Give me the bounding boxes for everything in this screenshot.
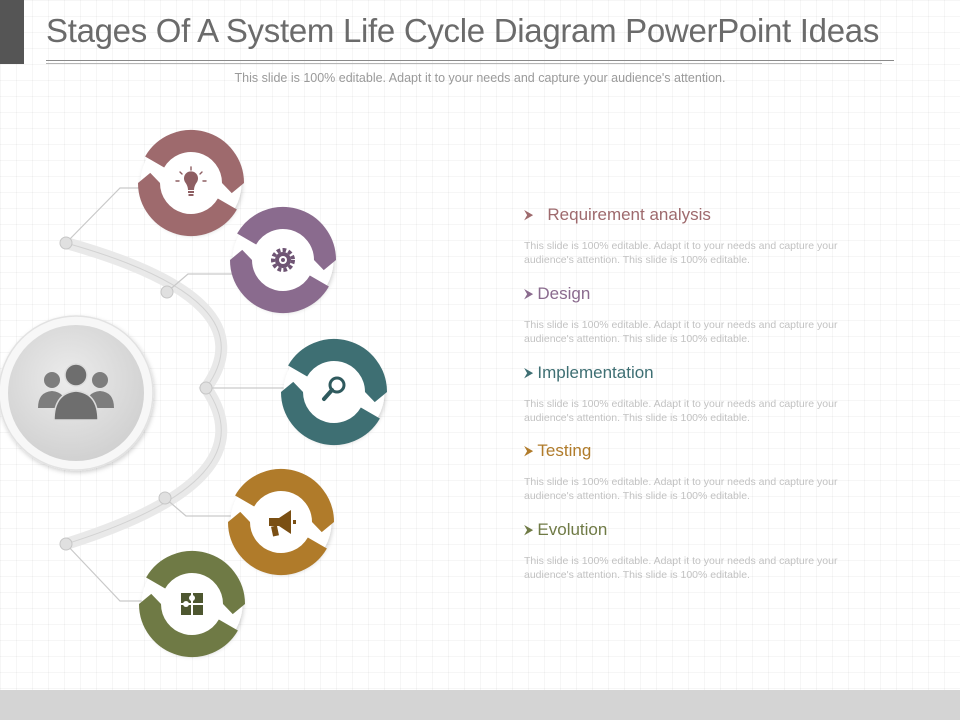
stage-label-evolution: Evolution — [537, 520, 608, 539]
stage-label-requirement: Requirement analysis — [547, 205, 711, 224]
stage-description-design: This slide is 100% editable. Adapt it to… — [524, 319, 838, 345]
chevron-right-icon: ⮞ — [524, 286, 534, 301]
chevron-right-icon: ⮞ — [524, 207, 534, 222]
dot-requirement — [59, 236, 73, 250]
connector-lines — [65, 187, 290, 602]
connector-design — [166, 273, 240, 293]
title-underline-secondary — [46, 63, 882, 64]
footer-bar — [0, 690, 960, 720]
stage-implementation: ⮞ Implementation This slide is 100% edit… — [524, 363, 884, 425]
title-accent-tab — [0, 0, 24, 64]
magnifier-icon — [322, 376, 346, 401]
stage-design: ⮞ Design This slide is 100% editable. Ad… — [524, 284, 884, 346]
stage-label-implementation: Implementation — [537, 363, 654, 382]
stage-evolution: ⮞ Evolution This slide is 100% editable.… — [524, 520, 884, 582]
stage-label-testing: Testing — [537, 441, 592, 460]
stage-title-evolution: ⮞ Evolution — [524, 520, 884, 540]
dot-implementation — [199, 381, 213, 395]
stage-description-testing: This slide is 100% editable. Adapt it to… — [524, 476, 838, 502]
stage-description-implementation: This slide is 100% editable. Adapt it to… — [524, 398, 838, 424]
megaphone-icon — [269, 510, 296, 537]
connector-requirement — [65, 187, 145, 244]
dot-design — [160, 285, 174, 299]
connector-testing — [164, 497, 238, 517]
chevron-right-icon: ⮞ — [524, 522, 534, 537]
gear-icon — [271, 248, 295, 272]
stage-title-requirement: ⮞ Requirement analysis — [524, 205, 884, 225]
dot-evolution — [59, 537, 73, 551]
slide-subtitle: This slide is 100% editable. Adapt it to… — [234, 71, 726, 85]
connector-dots — [59, 236, 213, 551]
lightbulb-icon — [175, 166, 207, 196]
stage-ring-evolution — [139, 551, 245, 657]
team-icon — [38, 363, 114, 421]
slide-title: Stages Of A System Life Cycle Diagram Po… — [46, 12, 880, 49]
stage-title-implementation: ⮞ Implementation — [524, 363, 884, 383]
dot-testing — [158, 491, 172, 505]
puzzle-icon — [181, 593, 203, 615]
stage-requirement: ⮞ Requirement analysis This slide is 100… — [524, 205, 884, 267]
stage-title-testing: ⮞ Testing — [524, 441, 884, 461]
stage-label-design: Design — [537, 284, 591, 303]
chevron-right-icon: ⮞ — [524, 443, 534, 458]
stage-title-design: ⮞ Design — [524, 284, 884, 304]
stage-testing: ⮞ Testing This slide is 100% editable. A… — [524, 441, 884, 503]
title-underline — [46, 60, 894, 61]
stage-description-requirement: This slide is 100% editable. Adapt it to… — [524, 240, 838, 266]
stage-description-evolution: This slide is 100% editable. Adapt it to… — [524, 555, 838, 581]
chevron-right-icon: ⮞ — [524, 365, 534, 380]
connector-evolution — [65, 543, 145, 602]
